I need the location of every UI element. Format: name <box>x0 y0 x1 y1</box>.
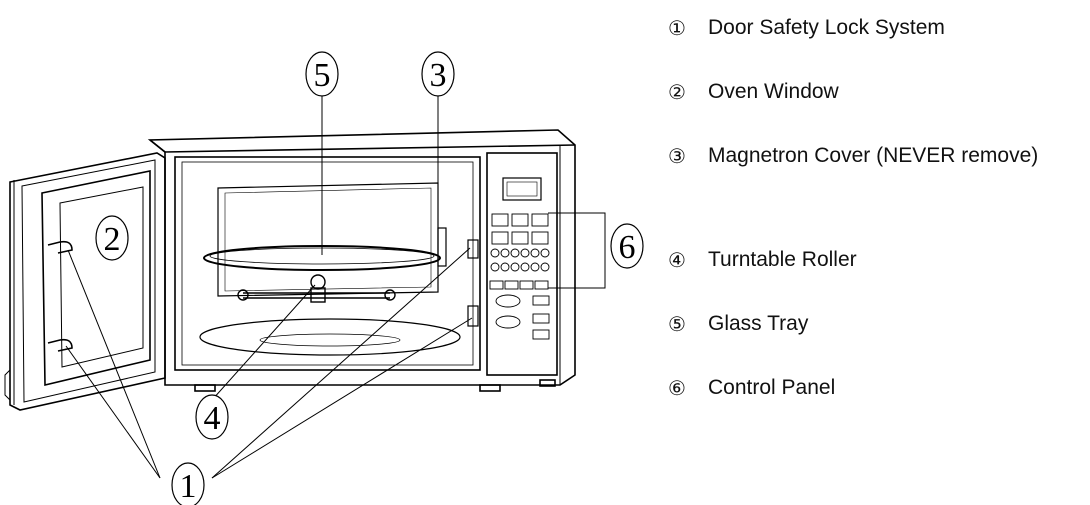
callout-3: 3 <box>430 57 447 94</box>
legend-item-turntable-roller: ④ Turntable Roller <box>664 242 1088 306</box>
legend-item-magnetron-cover: ③ Magnetron Cover (NEVER remove) <box>664 138 1088 242</box>
magnetron-cover-icon <box>437 227 447 267</box>
oven-body <box>147 129 576 392</box>
legend-label: Magnetron Cover (NEVER remove) <box>708 144 1039 167</box>
legend-label: Oven Window <box>708 80 839 103</box>
turntable-roller <box>237 274 396 303</box>
control-panel <box>486 152 558 376</box>
door-latch-lower-icon <box>47 338 73 352</box>
control-buttons <box>489 213 550 340</box>
callout-6: 6 <box>619 229 636 266</box>
callout-labels: 5 3 2 6 4 1 <box>95 51 644 505</box>
latch-slot-upper-icon <box>467 239 479 259</box>
microwave-diagram: 5 3 2 6 4 1 <box>4 51 644 505</box>
legend-number: ⑤ <box>668 312 686 336</box>
legend-label: Glass Tray <box>708 312 809 335</box>
parts-legend: ① Door Safety Lock System ② Oven Window … <box>664 10 1088 434</box>
oven-door <box>4 152 166 411</box>
legend-item-control-panel: ⑥ Control Panel <box>664 370 1088 434</box>
legend-number: ⑥ <box>668 376 686 400</box>
callout-5: 5 <box>314 57 331 94</box>
legend-item-glass-tray: ⑤ Glass Tray <box>664 306 1088 370</box>
callout-1: 1 <box>180 468 197 505</box>
door-latch-upper-icon <box>47 240 73 254</box>
callout-4: 4 <box>204 400 221 437</box>
oven-cavity <box>174 156 481 371</box>
legend-item-oven-window: ② Oven Window <box>664 74 1088 138</box>
display-icon <box>502 177 542 201</box>
legend-number: ④ <box>668 248 686 272</box>
legend-number: ② <box>668 80 686 104</box>
legend-label: Control Panel <box>708 376 836 399</box>
latch-slot-lower-icon <box>467 305 479 327</box>
callout-2: 2 <box>104 221 121 258</box>
legend-number: ③ <box>668 144 686 168</box>
legend-item-door-safety-lock: ① Door Safety Lock System <box>664 10 1088 74</box>
leader-lines <box>65 93 606 479</box>
legend-label: Turntable Roller <box>708 248 857 271</box>
legend-number: ① <box>668 16 686 40</box>
legend-label: Door Safety Lock System <box>708 16 945 39</box>
